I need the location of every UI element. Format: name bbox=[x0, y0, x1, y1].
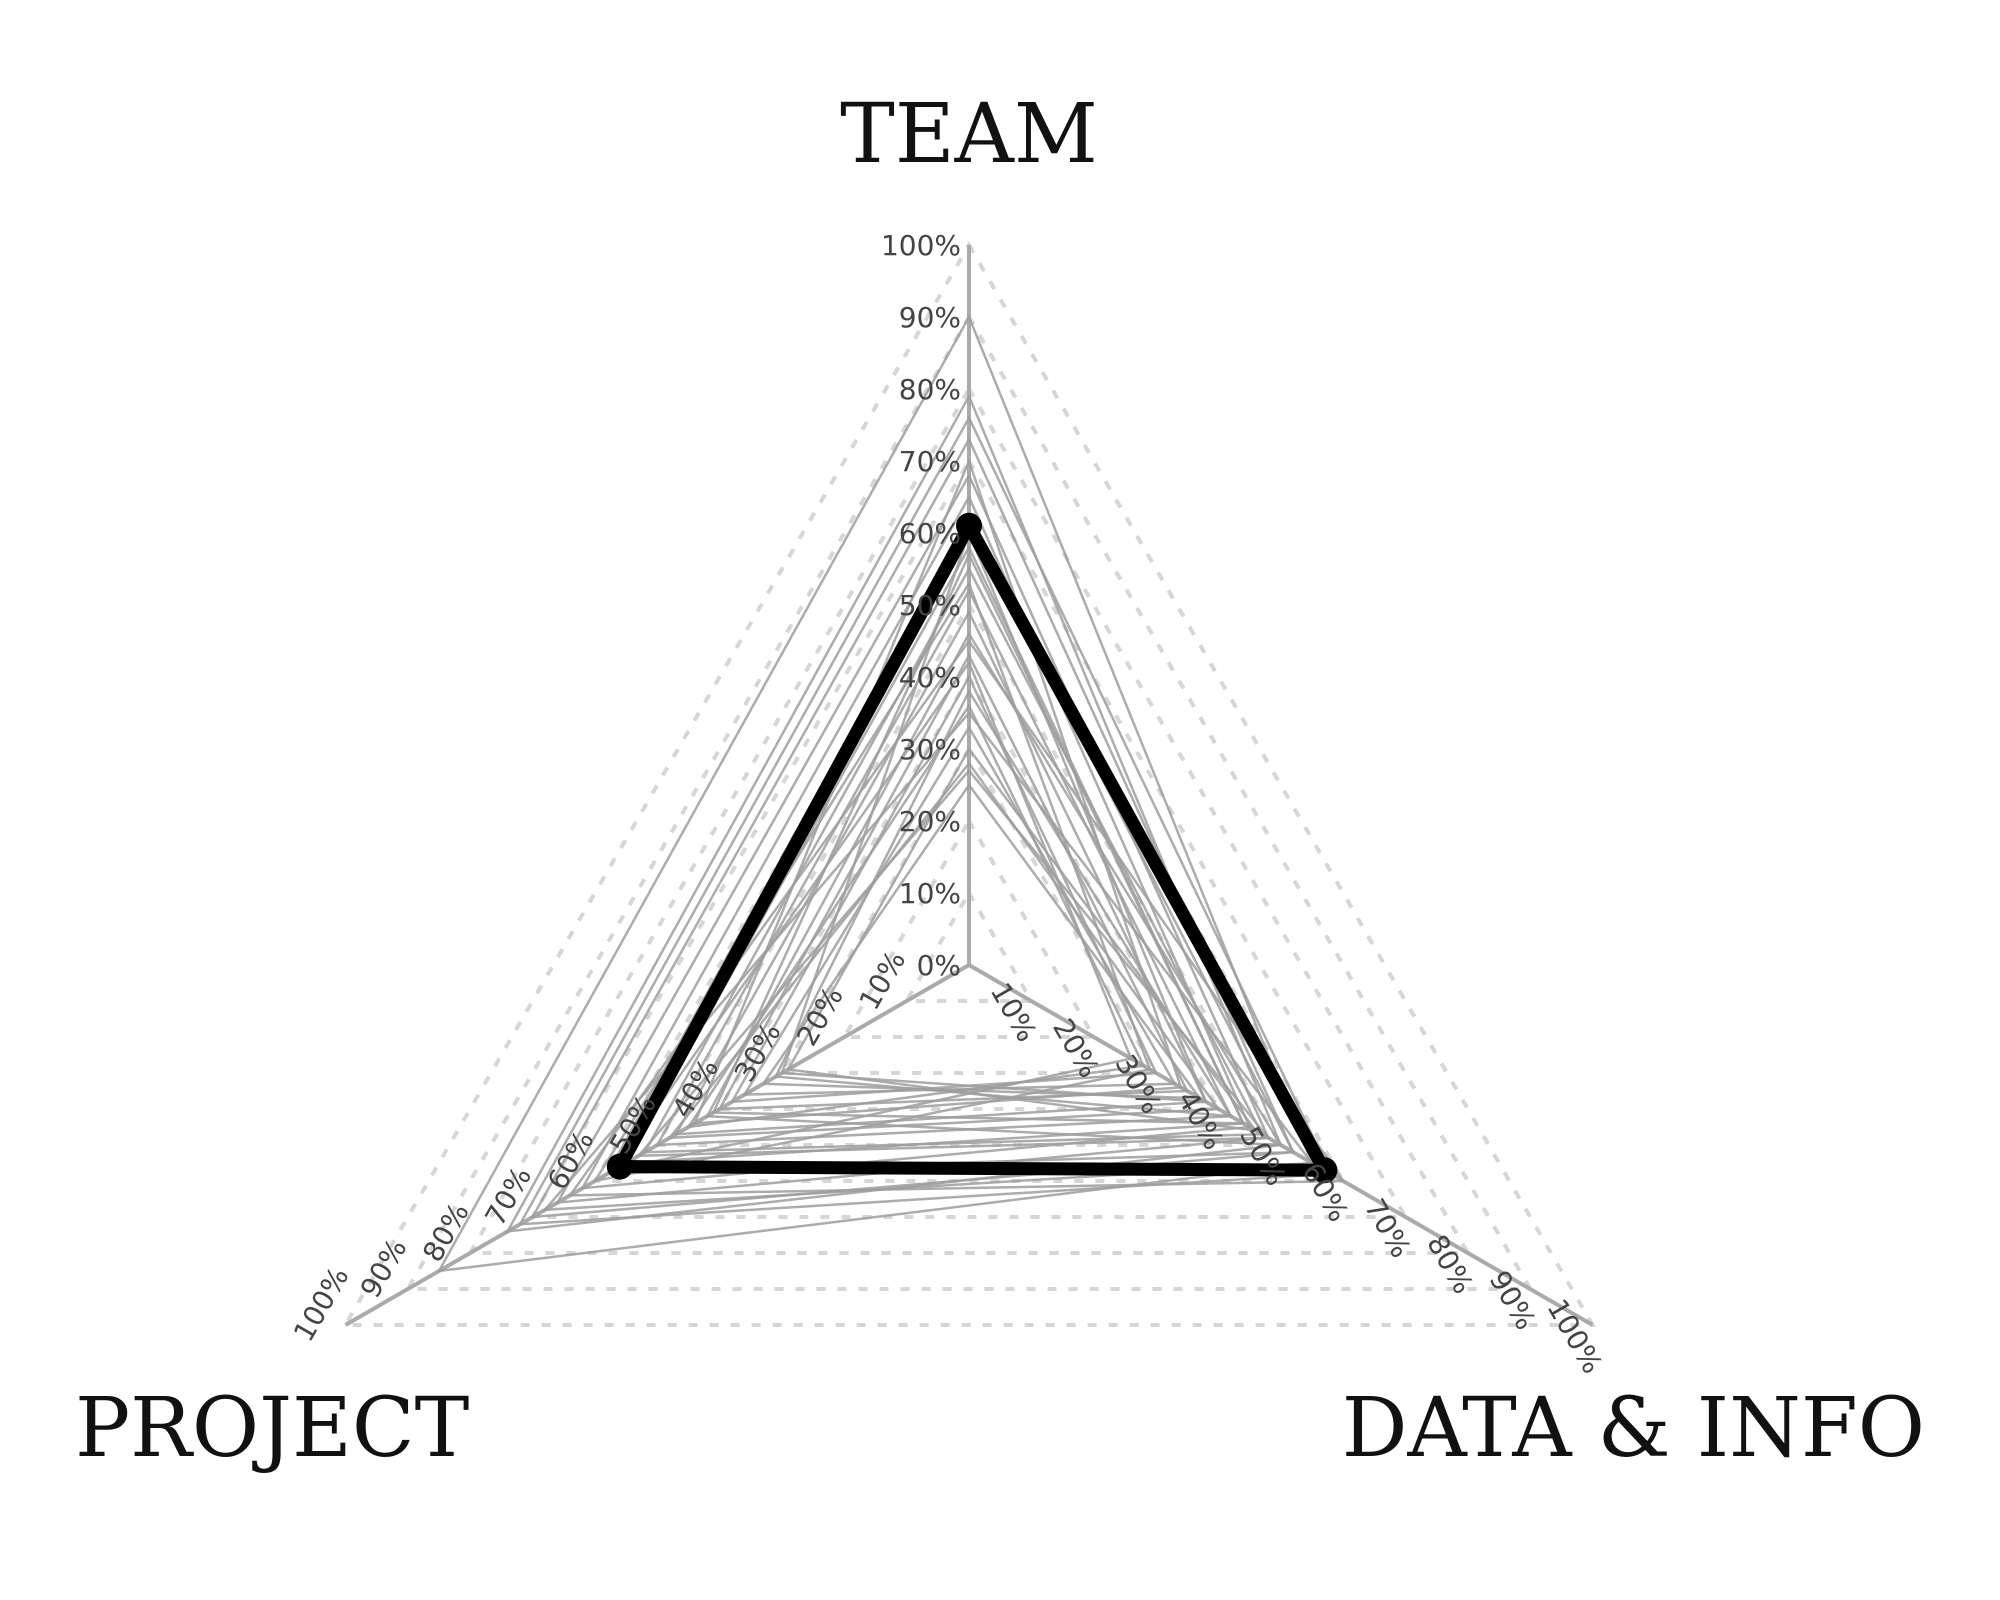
background-series-28 bbox=[517, 415, 1333, 1226]
axis-title-data-info: DATA & INFO bbox=[1342, 1381, 1925, 1476]
highlight-point-data-info bbox=[1311, 1157, 1338, 1184]
tick-label-team: 100% bbox=[881, 229, 961, 262]
background-series-11 bbox=[705, 631, 1284, 1147]
axis-titles-layer: TEAM DATA & INFO PROJECT bbox=[75, 87, 1925, 1476]
tick-label-team: 10% bbox=[899, 877, 961, 910]
axis-title-project: PROJECT bbox=[75, 1381, 469, 1476]
background-series-21 bbox=[567, 638, 1346, 1197]
grid-ring-50 bbox=[653, 601, 1285, 1147]
grid-ring-80 bbox=[466, 385, 1472, 1255]
tick-label-data-info: 100% bbox=[1540, 1293, 1609, 1379]
background-series-1 bbox=[436, 314, 1314, 1273]
highlight-point-project bbox=[606, 1153, 633, 1180]
tick-label-team: 90% bbox=[899, 301, 961, 334]
tick-labels-layer: 0%10%10%10%20%20%20%30%30%30%40%40%40%50… bbox=[287, 229, 1609, 1379]
tick-label-team: 70% bbox=[899, 445, 961, 478]
background-series-25 bbox=[711, 551, 1246, 1125]
highlight-series-layer bbox=[606, 512, 1338, 1184]
tick-label-team: 60% bbox=[899, 517, 961, 550]
tick-label-data-info: 10% bbox=[984, 977, 1044, 1047]
highlight-series bbox=[613, 519, 1331, 1177]
tick-label-project: 100% bbox=[287, 1261, 356, 1347]
grid-ring-70 bbox=[529, 457, 1409, 1219]
grid-ring-100 bbox=[341, 241, 1597, 1327]
tick-label-team: 50% bbox=[899, 589, 961, 622]
background-series-27 bbox=[635, 768, 1271, 1158]
tick-label-team: 0% bbox=[917, 949, 961, 982]
background-series-23 bbox=[542, 711, 1315, 1212]
background-series-18 bbox=[666, 761, 1221, 1140]
tick-label-team: 20% bbox=[899, 805, 961, 838]
background-series-5 bbox=[580, 494, 1252, 1190]
background-series-3 bbox=[530, 436, 1296, 1219]
background-series-9 bbox=[655, 587, 1233, 1147]
highlight-point-team bbox=[956, 512, 982, 539]
tick-label-team: 40% bbox=[899, 661, 961, 694]
tick-label-team: 30% bbox=[899, 733, 961, 766]
tick-label-team: 80% bbox=[899, 373, 961, 406]
axis-title-team: TEAM bbox=[840, 87, 1098, 182]
background-series-26 bbox=[610, 660, 1133, 1173]
grid-ring-90 bbox=[404, 312, 1534, 1291]
